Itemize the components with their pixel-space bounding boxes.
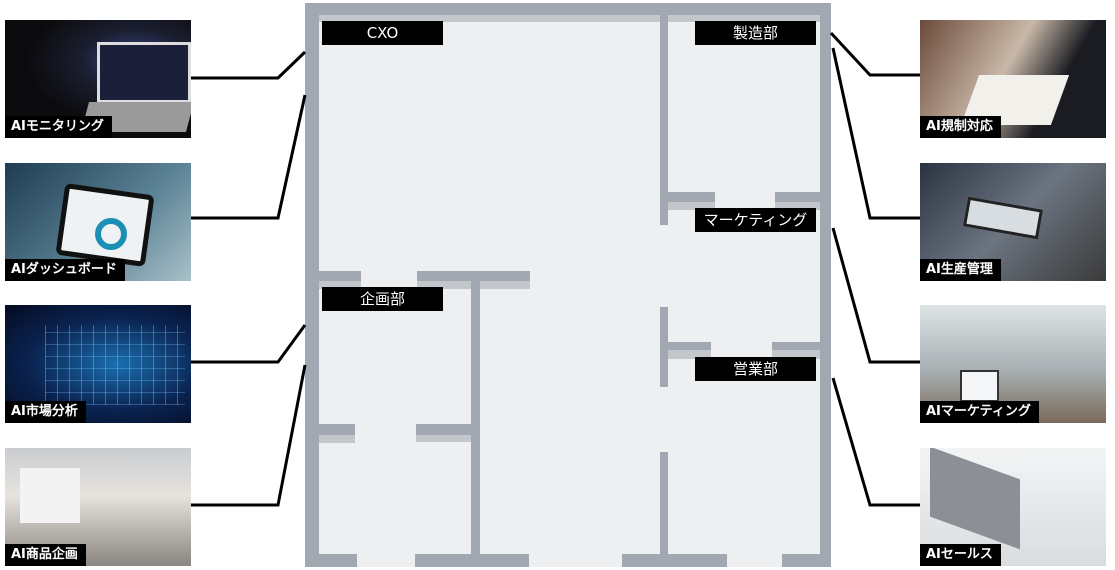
service-card-ai-marketing: AIマーケティング xyxy=(920,305,1106,423)
service-label: AI規制対応 xyxy=(920,116,1001,138)
walls xyxy=(305,3,831,567)
dept-label-planning: 企画部 xyxy=(322,287,443,311)
donut-chart-icon xyxy=(95,218,127,250)
service-label: AIセールス xyxy=(920,544,1001,566)
floor xyxy=(305,3,831,567)
stock-chart xyxy=(45,325,185,405)
service-label: AI市場分析 xyxy=(5,401,86,423)
whiteboard xyxy=(20,468,80,523)
dept-label-sales: 営業部 xyxy=(695,357,816,381)
connector-lines xyxy=(190,31,920,507)
service-label: AIダッシュボード xyxy=(5,259,125,281)
service-card-ai-product-planning: AI商品企画 xyxy=(5,448,191,566)
laptop-icon xyxy=(97,42,191,103)
monitor xyxy=(960,370,999,402)
service-card-ai-regulatory-compliance: AI規制対応 xyxy=(920,20,1106,138)
laptop-icon xyxy=(930,448,1020,550)
service-label: AI商品企画 xyxy=(5,544,86,566)
dept-label-cxo: CXO xyxy=(322,21,443,45)
service-card-ai-dashboard: AIダッシュボード xyxy=(5,163,191,281)
service-card-ai-production-management: AI生産管理 xyxy=(920,163,1106,281)
service-card-ai-monitoring: AIモニタリング xyxy=(5,20,191,138)
service-label: AIモニタリング xyxy=(5,116,112,138)
service-label: AI生産管理 xyxy=(920,259,1001,281)
service-card-ai-sales: AIセールス xyxy=(920,448,1106,566)
tablet-icon xyxy=(962,196,1044,240)
dept-label-manufacturing: 製造部 xyxy=(695,21,816,45)
service-label: AIマーケティング xyxy=(920,401,1039,423)
dept-label-marketing: マーケティング xyxy=(695,208,816,232)
service-card-ai-market-analysis: AI市場分析 xyxy=(5,305,191,423)
